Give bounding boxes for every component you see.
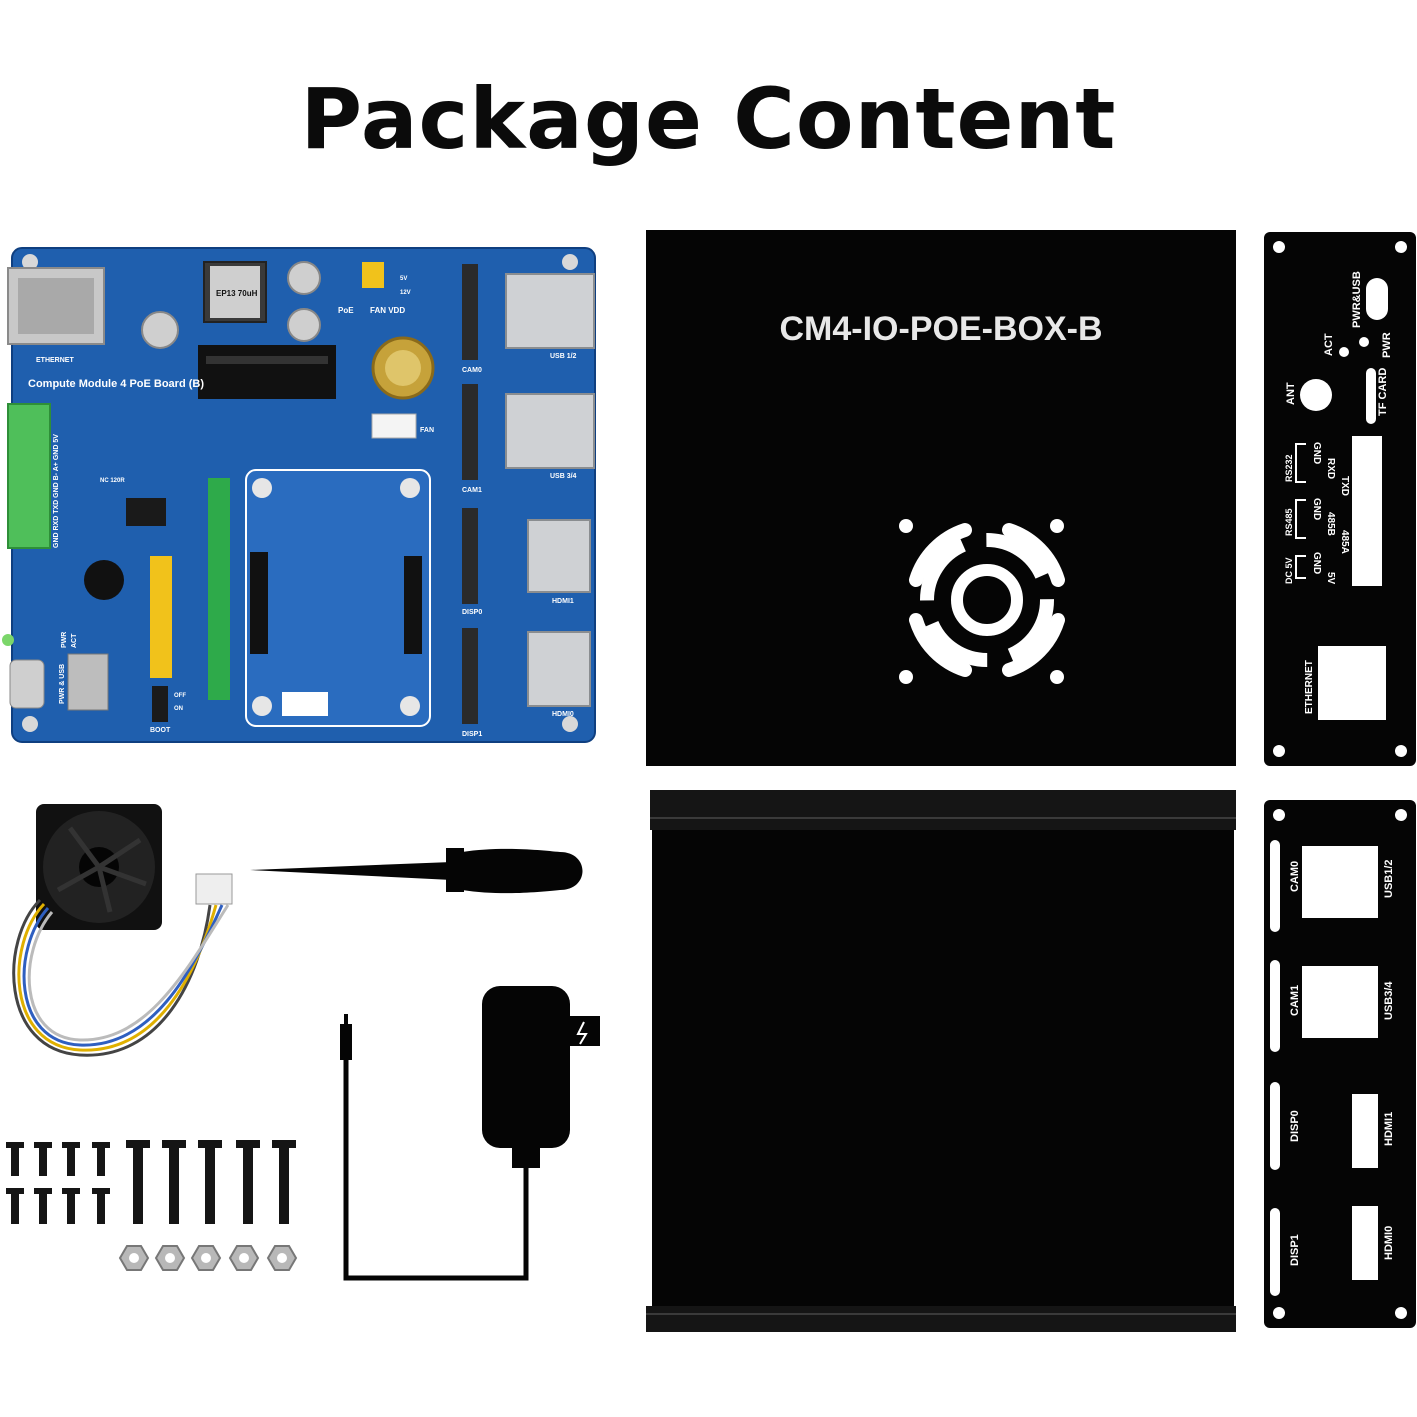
board-cam1-label: CAM1 [462, 487, 482, 494]
board-fan-vdd-label: FAN VDD [370, 306, 405, 315]
board-usb12-label: USB 1/2 [550, 353, 577, 360]
fan-grille-icon [920, 533, 1054, 667]
panel-cam0-label: CAM0 [1289, 861, 1301, 892]
page-title: Package Content [300, 70, 1117, 168]
board-act-label: ACT [71, 633, 78, 648]
board-pwr-label: PWR [61, 632, 68, 648]
board-inductor-label: EP13 70uH [216, 289, 258, 298]
panel-cam1-label: CAM1 [1289, 985, 1301, 1016]
board-disp1-label: DISP1 [462, 731, 482, 738]
panel-rs232-label: RS232 [1284, 454, 1294, 482]
board-on-label: ON [174, 706, 183, 712]
panel-usb12-label: USB1/2 [1383, 859, 1395, 898]
panel-usb34-label: USB3/4 [1383, 981, 1395, 1020]
panel-rs485-label: RS485 [1284, 508, 1294, 536]
panel-dc-5v: 5V [1325, 572, 1336, 585]
board-boot-label: BOOT [150, 727, 171, 734]
board-5v-label: 5V [400, 276, 407, 282]
board-hdmi1-label: HDMI1 [552, 598, 574, 605]
board-disp0-label: DISP0 [462, 609, 482, 616]
panel-hdmi0-label: HDMI0 [1383, 1226, 1395, 1260]
panel-rs485-a: 485A [1339, 530, 1350, 554]
panel-disp1-label: DISP1 [1289, 1234, 1301, 1266]
board-pwr-usb-label: PWR & USB [59, 664, 66, 704]
board-fan-label: FAN [420, 427, 434, 434]
panel-dc-gnd: GND [1311, 552, 1322, 574]
board-12v-label: 12V [400, 290, 411, 296]
panel-hdmi1-label: HDMI1 [1383, 1112, 1395, 1146]
panel-rs485-b: 485B [1325, 512, 1336, 536]
panel-ant-label: ANT [1285, 382, 1297, 405]
panel-tf-card-label: TF CARD [1377, 368, 1389, 416]
panel-act-label: ACT [1323, 333, 1335, 356]
board-hdmi0-label: HDMI0 [552, 711, 574, 718]
panel-rs232-txd: TXD [1339, 476, 1350, 496]
panel-pwr-label: PWR [1381, 332, 1393, 358]
panel-disp0-label: DISP0 [1289, 1110, 1301, 1142]
board-name: Compute Module 4 PoE Board (B) [28, 378, 204, 390]
board-terminal-label: GND RXD TXD GND B- A+ GND 5V [53, 434, 60, 548]
board-cam0-label: CAM0 [462, 367, 482, 374]
board-off-label: OFF [174, 693, 186, 699]
panel-rs232-rxd: RXD [1325, 458, 1336, 479]
panel-rs232-gnd: GND [1311, 442, 1322, 464]
panel-dc5v-label: DC 5V [1284, 557, 1294, 584]
panel-rs485-gnd: GND [1311, 498, 1322, 520]
panel-ethernet-label: ETHERNET [1304, 660, 1315, 714]
board-nc120r-label: NC 120R [100, 478, 125, 484]
board-usb34-label: USB 3/4 [550, 473, 577, 480]
board-poe-label: PoE [338, 306, 354, 315]
panel-pwr-usb-label: PWR&USB [1351, 271, 1363, 328]
board-ethernet-label: ETHERNET [36, 357, 74, 364]
case-model-label: CM4-IO-POE-BOX-B [780, 310, 1103, 348]
